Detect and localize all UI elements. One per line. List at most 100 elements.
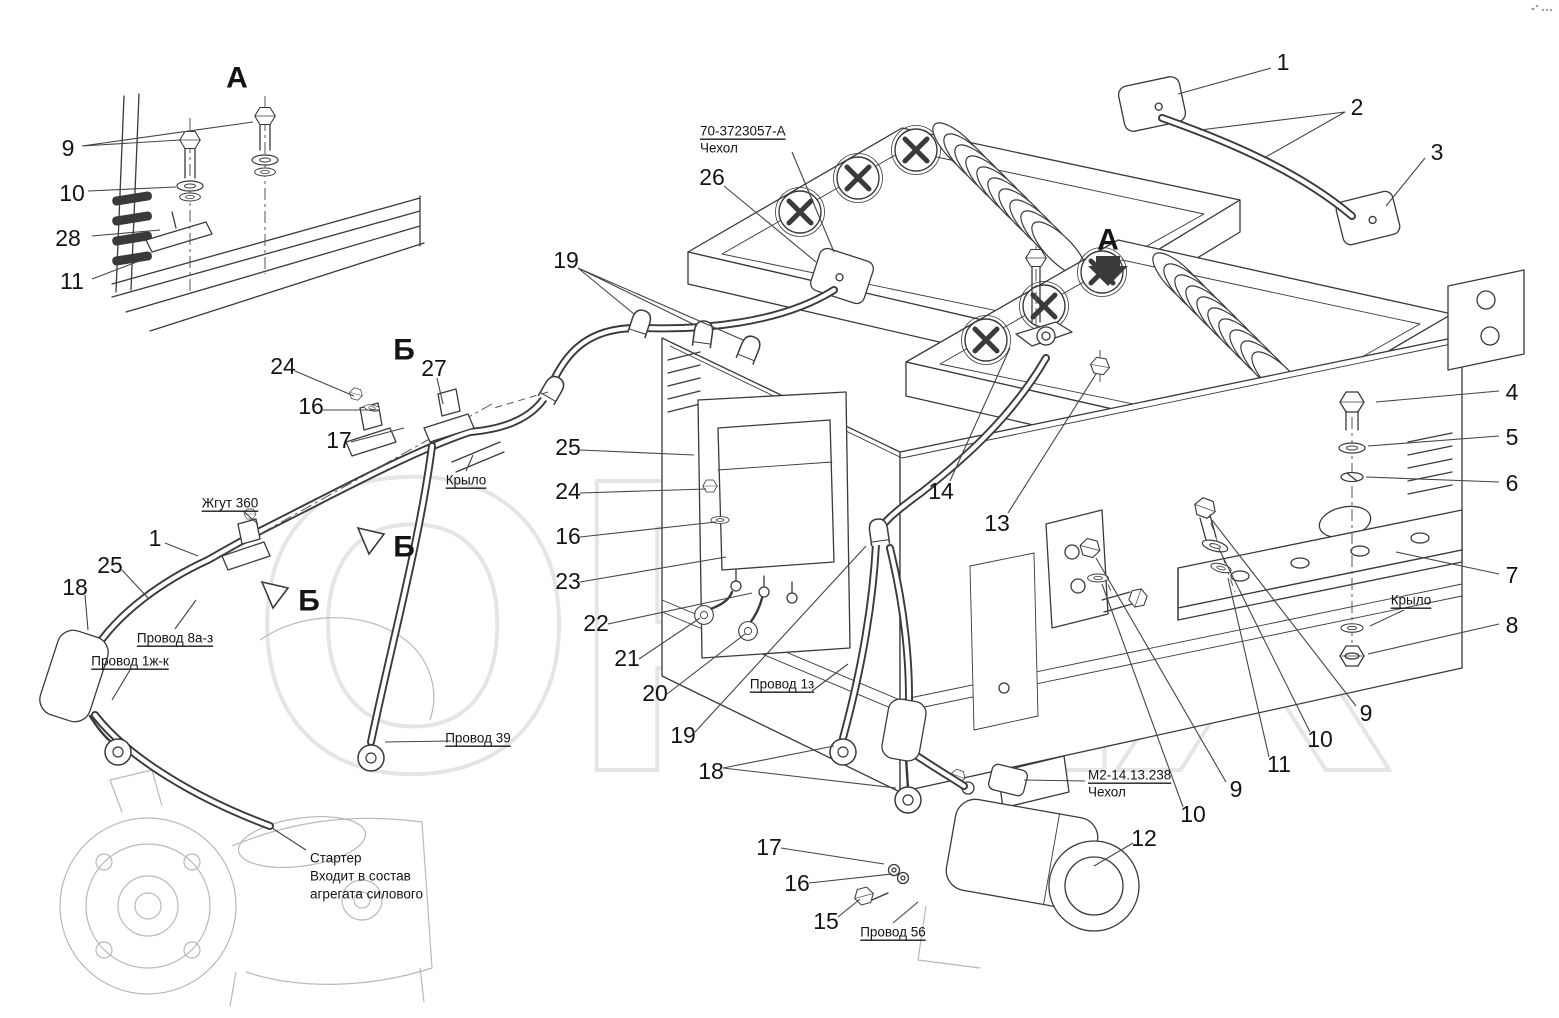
detail-a-view (111, 93, 425, 332)
callout-t1: 1 (1277, 49, 1290, 75)
terminal-cover-26 (810, 247, 874, 305)
hardware-right-stack (1338, 391, 1366, 668)
annotation-harness: Жгут 360 (202, 496, 259, 511)
leader-fender-left (465, 454, 474, 472)
callout-r4: 4 (1506, 379, 1519, 405)
annotation-starter-l1: Стартер (310, 851, 362, 866)
leader-b17 (350, 427, 405, 443)
callout-b16: 16 (298, 393, 324, 419)
callout-r10: 10 (1307, 726, 1333, 752)
leader-b27 (436, 377, 444, 405)
leader-c22 (607, 592, 753, 625)
callout-c16: 16 (555, 523, 581, 549)
callout-r11: 11 (1267, 751, 1291, 777)
callout-m13: 13 (984, 510, 1010, 536)
leader-wire-1zhk (111, 669, 131, 701)
annotation-fender-left: Крыло (446, 473, 487, 488)
leader-fender-right (1369, 609, 1405, 627)
annotation-starter-l2: Входит в состав (310, 869, 411, 884)
annotation-wire-8az: Провод 8а-з (137, 631, 213, 646)
leader-r10b (1101, 583, 1184, 808)
leader-a11 (91, 259, 143, 280)
annotation-cover-bot-name: Чехол (1088, 785, 1126, 800)
callout-r5: 5 (1506, 424, 1519, 450)
callout-t3: 3 (1431, 139, 1444, 165)
battery-box (661, 335, 1463, 793)
callout-r9b: 9 (1230, 776, 1243, 802)
callout-r7: 7 (1506, 562, 1519, 588)
leader-r10 (1218, 548, 1311, 733)
annotation-wire-1z: Провод 1з (750, 677, 814, 692)
solenoid-assembly (852, 755, 1140, 932)
callout-c18: 18 (698, 758, 724, 784)
callout-b27: 27 (421, 355, 447, 381)
leader-a9 (81, 121, 254, 147)
wiring (88, 114, 1356, 830)
callout-l25: 25 (97, 552, 123, 578)
leader-c23 (579, 556, 727, 583)
leader-r6 (1365, 476, 1500, 483)
leader-r9b (1095, 557, 1227, 783)
leader-c24 (579, 488, 707, 494)
callout-a11: 11 (60, 268, 84, 294)
leader-r9 (1211, 519, 1357, 707)
annotation-cover-bot-code: М2-14.13.238 (1088, 768, 1171, 783)
leader-a10 (87, 186, 177, 192)
leader-starter-note (271, 827, 307, 851)
callout-b17: 17 (326, 427, 352, 453)
annotation-fender-right: Крыло (1391, 593, 1432, 608)
leader-m13 (1007, 373, 1097, 514)
starter-drawing (59, 617, 981, 1007)
leader-t3 (1385, 157, 1426, 207)
annotation-wire-1zhk: Провод 1ж-к (91, 654, 169, 669)
callout-t19: 19 (553, 247, 579, 273)
box-front-plate (969, 552, 1039, 731)
callout-r6: 6 (1506, 470, 1519, 496)
annotation-wire-39: Провод 39 (445, 731, 511, 746)
terminal-boot-mid (881, 698, 927, 762)
relay-assembly (697, 391, 851, 659)
leader-wire-56 (892, 901, 919, 924)
leader-c25 (579, 449, 695, 456)
annotation-cover-top-code: 70-3723057-А (700, 124, 786, 139)
callout-a28: 28 (55, 225, 81, 251)
callout-a9: 9 (62, 135, 75, 161)
callout-r8: 8 (1506, 612, 1519, 638)
leader-t19 (577, 267, 744, 341)
mounting-rail (1177, 509, 1463, 621)
callout-c20: 20 (642, 680, 668, 706)
leader-c19 (694, 545, 867, 733)
leader-wire-1z (811, 663, 849, 692)
leader-c16 (579, 521, 717, 538)
leader-t26 (723, 185, 817, 263)
leader-bm16 (808, 873, 893, 884)
callout-bm15: 15 (813, 908, 839, 934)
callout-c19: 19 (670, 722, 696, 748)
right-bracket (1447, 269, 1525, 371)
leader-r11 (1227, 577, 1270, 758)
leader-wire-8az (174, 599, 197, 630)
section-a-arrow-icon (1088, 256, 1128, 286)
leader-t1 (1177, 67, 1272, 95)
detail-b-view (209, 386, 549, 609)
detail-b-arrow2-label: Б (298, 585, 320, 618)
callout-bm12: 12 (1131, 825, 1157, 851)
leader-bm15 (837, 898, 861, 918)
callout-l18: 18 (62, 574, 88, 600)
callout-a10: 10 (59, 180, 85, 206)
leader-l1 (164, 542, 199, 557)
annotation-wire-56: Провод 56 (860, 925, 926, 940)
callout-t2: 2 (1351, 94, 1364, 120)
callout-c25: 25 (555, 434, 581, 460)
leader-r8 (1367, 623, 1500, 655)
terminal-lugs (39, 605, 927, 814)
battery-terminal-clamp (1015, 246, 1112, 382)
callout-bm17: 17 (756, 834, 782, 860)
leader-r4 (1375, 390, 1500, 403)
hardware-rail-bolts (1045, 495, 1236, 629)
callout-c23: 23 (555, 568, 581, 594)
leader-l18 (84, 594, 89, 631)
callout-r9: 9 (1360, 700, 1373, 726)
leader-c21 (638, 617, 701, 660)
